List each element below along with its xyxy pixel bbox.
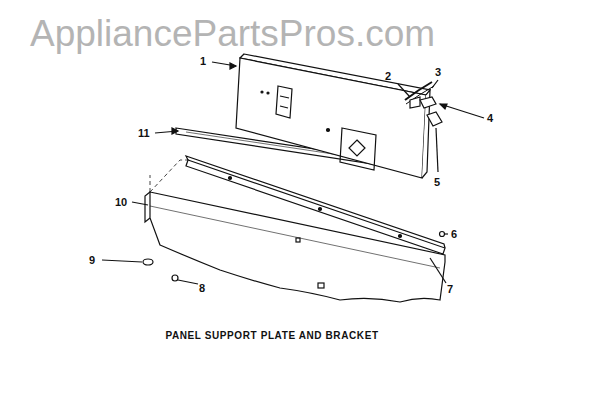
leader-line: [102, 260, 142, 262]
connector: [410, 97, 420, 108]
plug: [427, 112, 442, 126]
bracket-hole: [399, 235, 402, 238]
callout-number: 4: [487, 112, 493, 124]
bracket-hole: [319, 208, 322, 211]
callout-number: 3: [435, 66, 441, 78]
panel-window: [340, 128, 376, 170]
terminal: [420, 97, 436, 108]
screw: [440, 232, 445, 237]
watermark: AppliancePartsPros.com: [30, 14, 435, 54]
leader-line: [432, 80, 438, 88]
arrow-head: [172, 128, 178, 134]
leader-line: [436, 128, 438, 172]
callout-number: 1: [200, 55, 206, 67]
caption: PANEL SUPPORT PLATE AND BRACKET: [165, 330, 378, 341]
arrow-head: [230, 63, 236, 69]
callout-number: 9: [89, 254, 95, 266]
leader-line: [398, 84, 410, 97]
plate-hole: [318, 283, 324, 288]
washer: [143, 259, 153, 265]
bracket-hole: [229, 177, 232, 180]
plate-flange: [145, 192, 150, 222]
callout-number: 2: [385, 70, 391, 82]
control-panel: [236, 58, 426, 178]
nut: [172, 275, 178, 281]
arrow-head: [440, 104, 447, 109]
support-plate: [150, 192, 445, 302]
alignment-line: [150, 175, 151, 192]
callout-number: 11: [138, 127, 150, 139]
leader-line: [445, 233, 448, 234]
panel-dot: [267, 92, 269, 94]
leader-line: [440, 104, 484, 118]
leader-line: [132, 202, 148, 205]
plate-hole: [296, 238, 300, 242]
callout-number: 8: [199, 282, 205, 294]
switch-detail: [280, 96, 289, 108]
callout-number: 5: [434, 176, 440, 188]
panel-dot: [327, 129, 330, 132]
leader-line: [430, 258, 446, 283]
window-symbol: [349, 140, 365, 156]
alignment-line: [150, 160, 190, 192]
panel-dot: [261, 91, 263, 93]
callout-number: 6: [451, 228, 457, 240]
switch-opening: [276, 86, 292, 118]
callout-number: 10: [115, 196, 127, 208]
leader-line: [178, 280, 198, 284]
callout-number: 7: [447, 283, 453, 295]
